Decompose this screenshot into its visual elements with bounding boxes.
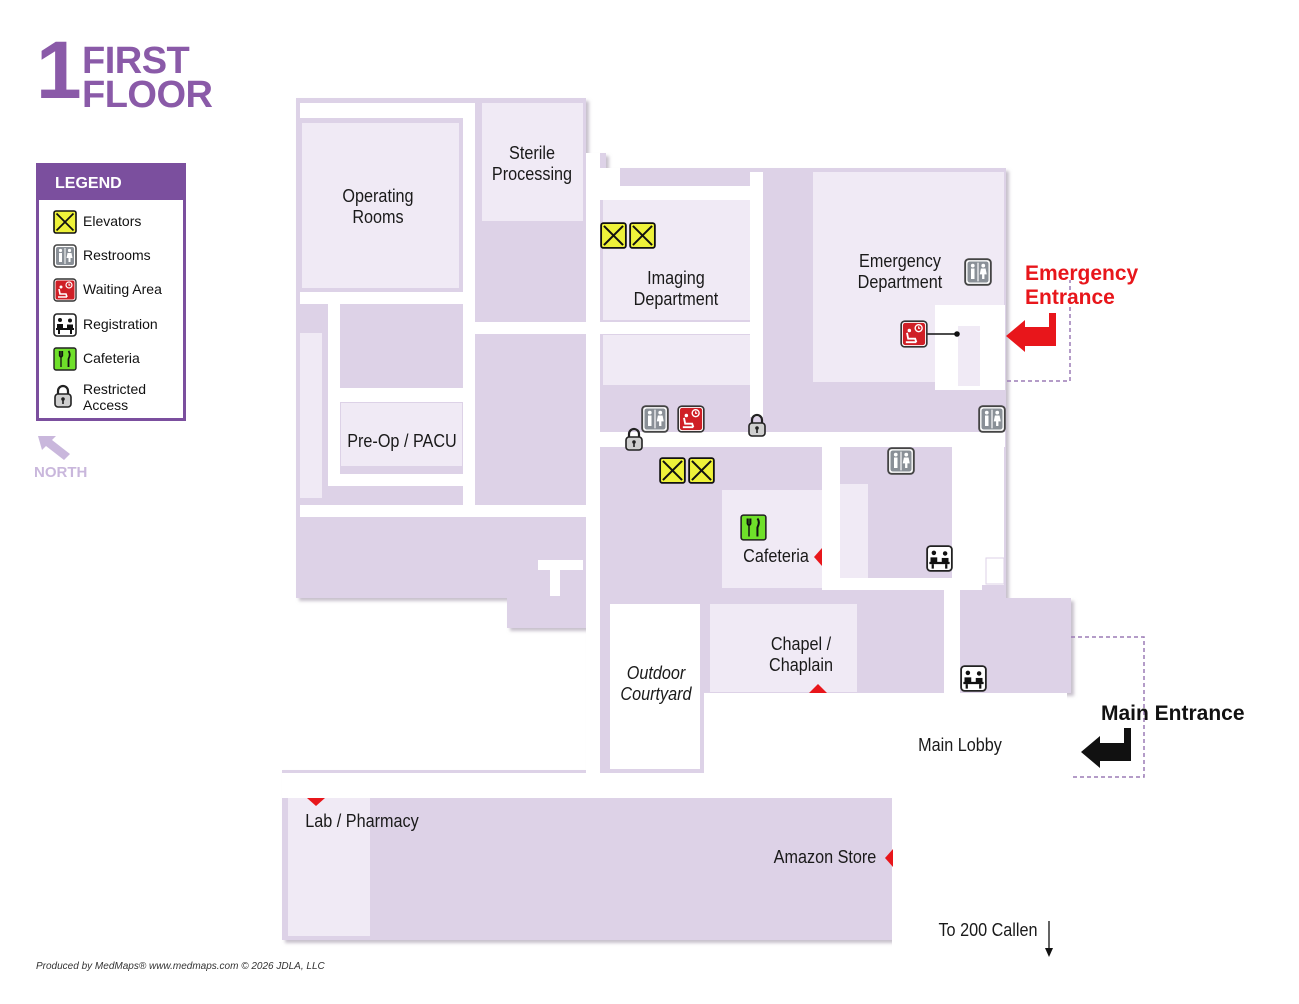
footer-credit: Produced by MedMaps® www.medmaps.com © 2… xyxy=(36,961,325,972)
room-outdoor-courtyard: Outdoor Courtyard xyxy=(606,663,707,705)
cafeteria-pointer xyxy=(814,548,822,566)
floor-title-line2: FLOOR xyxy=(82,74,213,116)
main-entrance-arrow xyxy=(1081,728,1131,768)
emergency-entrance-connector xyxy=(1007,280,1071,382)
room-label-line2: Processing xyxy=(491,164,573,184)
lab-pointer xyxy=(307,798,325,806)
legend-item-elevators: Elevators xyxy=(53,210,141,232)
legend-header: LEGEND xyxy=(39,166,183,200)
elevator-icon xyxy=(659,457,686,484)
to-200-callen: To 200 Callen xyxy=(938,920,1038,940)
elevator-icon xyxy=(688,457,715,484)
entrance-label-line2: Entrance xyxy=(1025,286,1115,309)
restroom-icon xyxy=(978,405,1006,433)
room-label-line2: Department xyxy=(857,272,943,292)
leader-dot xyxy=(954,331,960,337)
ed-entrance-vestibule xyxy=(958,326,980,386)
room-label-line2: Courtyard xyxy=(620,684,692,704)
legend-label: Registration xyxy=(83,316,158,332)
floor-title-line1: FIRST xyxy=(82,40,190,82)
legend-item-restrooms: Restrooms xyxy=(53,244,151,266)
amazon-store-pointer xyxy=(885,849,893,867)
restroom-icon xyxy=(964,258,992,286)
room-cafeteria: Cafeteria xyxy=(743,546,809,566)
restroom-icon xyxy=(641,405,669,433)
room-label-line1: Outdoor xyxy=(626,663,686,683)
room-chapel-chaplain: Chapel / Chaplain xyxy=(746,634,856,676)
cafeteria-icon xyxy=(740,514,767,541)
ed-entrance-door xyxy=(984,326,1002,356)
room-label-line1: Chapel / xyxy=(770,634,832,654)
room-lab-pharmacy: Lab / Pharmacy xyxy=(305,811,419,831)
elevator-icon xyxy=(629,222,656,249)
room-imaging-department: Imaging Department xyxy=(613,268,739,310)
north-label: NORTH xyxy=(34,464,88,481)
emergency-entrance-label: Emergency Entrance xyxy=(1025,262,1138,310)
legend-item-waiting-area: Waiting Area xyxy=(53,278,162,300)
chapel-pointer xyxy=(809,684,827,693)
emergency-entrance-arrow xyxy=(1006,313,1056,352)
elevator-icon xyxy=(600,222,627,249)
legend-label: Restricted Access xyxy=(83,381,146,413)
room-label-line1: Sterile xyxy=(509,143,555,163)
room-preop-pacu: Pre-Op / PACU xyxy=(347,431,457,451)
room-label-line1: Emergency xyxy=(859,251,941,271)
callen-arrow-head xyxy=(1045,948,1053,957)
legend-label-line2: Access xyxy=(83,397,129,413)
waiting-area-icon xyxy=(677,405,705,433)
legend-item-restricted-access: Restricted Access xyxy=(53,381,146,413)
legend-label-line1: Restricted xyxy=(83,381,147,397)
room-main-lobby: Main Lobby xyxy=(918,735,1002,755)
room-operating-rooms: Operating Rooms xyxy=(324,186,432,228)
registration-icon xyxy=(926,545,953,572)
entrance-label-line1: Emergency xyxy=(1025,262,1139,285)
room-emergency-department: Emergency Department xyxy=(837,251,963,293)
room-sterile-processing: Sterile Processing xyxy=(478,143,586,185)
restroom-icon xyxy=(887,447,915,475)
legend-label: Elevators xyxy=(83,213,142,229)
legend: LEGEND Elevators Restrooms Waiting Area … xyxy=(36,163,186,421)
floor-number: 1 xyxy=(36,25,82,116)
side-door xyxy=(985,557,1005,585)
main-entrance-label: Main Entrance xyxy=(1101,702,1245,725)
room-label-line1: Operating xyxy=(342,186,414,206)
room-label-line1: Imaging xyxy=(647,268,705,288)
main-entrance-connector xyxy=(1071,636,1145,778)
corridors xyxy=(282,103,1067,984)
waiting-area-icon xyxy=(900,320,928,348)
room-amazon-store: Amazon Store xyxy=(773,847,877,867)
room-label-line2: Department xyxy=(633,289,719,309)
legend-item-registration: Registration xyxy=(53,313,158,335)
room-label-line2: Rooms xyxy=(352,207,404,227)
north-arrow-icon xyxy=(38,436,70,460)
registration-icon xyxy=(960,665,987,692)
legend-item-cafeteria: Cafeteria xyxy=(53,347,140,369)
room-label-line2: Chaplain xyxy=(769,655,833,675)
legend-label: Cafeteria xyxy=(83,350,140,366)
legend-label: Waiting Area xyxy=(83,281,162,297)
legend-label: Restrooms xyxy=(83,247,151,263)
